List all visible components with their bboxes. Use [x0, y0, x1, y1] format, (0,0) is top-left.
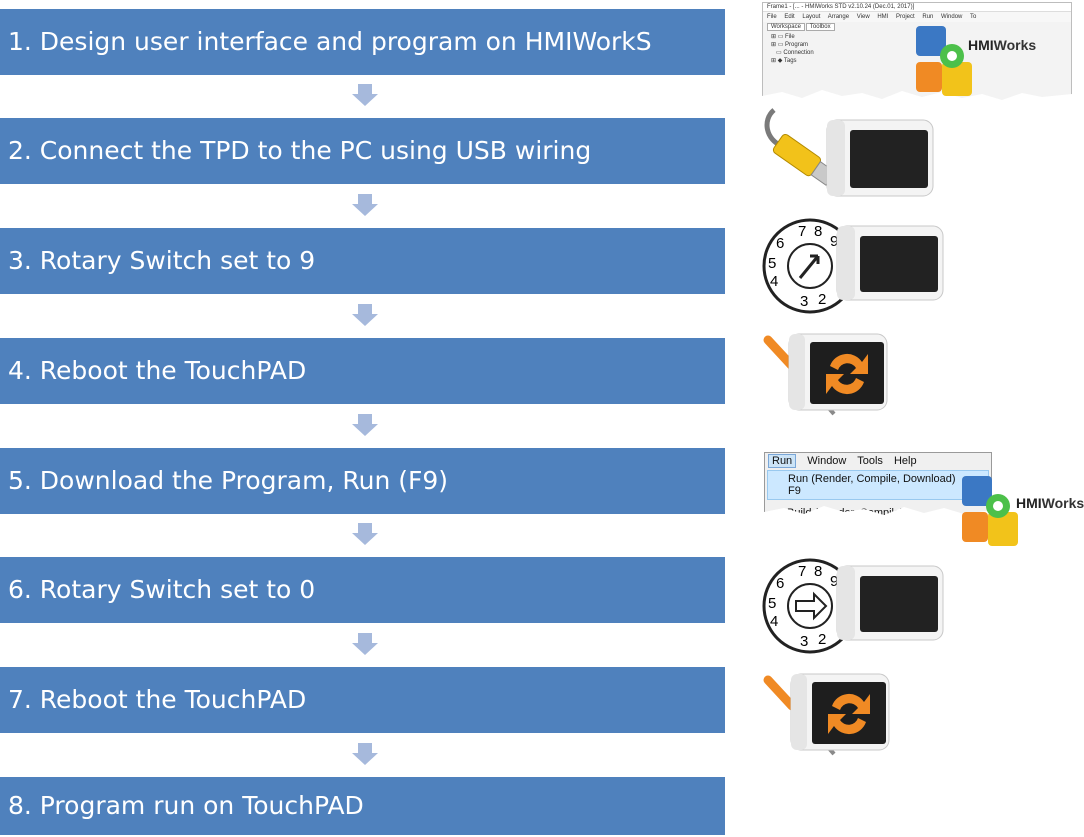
hmiworks-logo-text: HMIWorks — [968, 37, 1037, 53]
step-3-label: 3. Rotary Switch set to 9 — [8, 246, 316, 275]
svg-text:8: 8 — [814, 563, 822, 580]
svg-text:4: 4 — [770, 273, 778, 290]
touchpad-reboot-icon — [790, 673, 890, 751]
touchpad-device-icon — [836, 565, 944, 641]
menu-item: Arrange — [827, 14, 850, 20]
menu-item: Window — [941, 14, 963, 20]
step-7: 7. Reboot the TouchPAD — [0, 667, 725, 733]
svg-text:7: 7 — [798, 223, 806, 240]
step-5: 5. Download the Program, Run (F9) — [0, 448, 725, 514]
hmiworks-logo-icon — [962, 476, 1018, 546]
step-7-label: 7. Reboot the TouchPAD — [8, 685, 307, 714]
step-4: 4. Reboot the TouchPAD — [0, 338, 725, 404]
touchpad-reboot-icon — [788, 333, 888, 411]
menu-item: To — [969, 14, 977, 20]
step-3: 3. Rotary Switch set to 9 — [0, 228, 725, 294]
down-arrow-icon — [352, 304, 378, 326]
svg-text:2: 2 — [818, 631, 826, 648]
hmiworks-logo-text: HMIWorks — [1016, 495, 1084, 511]
touchpad-device-icon — [836, 225, 944, 301]
down-arrow-icon — [352, 743, 378, 765]
svg-text:5: 5 — [768, 255, 776, 272]
menu-item-window: Window — [807, 455, 847, 467]
step-2-label: 2. Connect the TPD to the PC using USB w… — [8, 136, 592, 165]
tree-item: ▭ Connection — [771, 50, 814, 56]
menu-item: Run — [922, 14, 934, 20]
menu-item: Project — [896, 14, 915, 20]
touchpad-device-icon — [826, 119, 934, 197]
menu-item-run: Run — [768, 454, 797, 468]
step-1-label: 1. Design user interface and program on … — [8, 27, 652, 56]
run-menu-screenshot: Run Window Tools Help Run (Render, Compi… — [764, 452, 992, 518]
svg-text:6: 6 — [776, 235, 784, 252]
step-6: 6. Rotary Switch set to 0 — [0, 557, 725, 623]
menu-bar: Run Window Tools Help — [765, 453, 991, 469]
tab-workspace: Workspace — [767, 23, 805, 31]
svg-text:9: 9 — [830, 573, 838, 590]
tree-item: ⊞ ◆ Tags — [771, 58, 797, 64]
step-8-label: 8. Program run on TouchPAD — [8, 791, 364, 820]
svg-text:3: 3 — [800, 633, 808, 650]
tab-toolbox: Toolbox — [805, 23, 835, 31]
menu-item-tools: Tools — [857, 455, 883, 467]
menu-item: Edit — [784, 14, 795, 20]
down-arrow-icon — [352, 414, 378, 436]
window-title: Frame1 - [... - HMIWorks STD v2.10.24 (D… — [763, 3, 1071, 12]
hmiworks-logo-icon — [916, 26, 972, 96]
menu-item: File — [767, 14, 777, 20]
step-8: 8. Program run on TouchPAD — [0, 777, 725, 835]
down-arrow-icon — [352, 523, 378, 545]
workspace-tree: ⊞ ▭ File ⊞ ▭ Program ▭ Connection ⊞ ◆ Ta… — [763, 32, 1071, 66]
menu-item-run-download: Run (Render, Compile, Download) F9 — [767, 470, 989, 500]
torn-edge-icon — [762, 90, 1072, 106]
menu-bar: File Edit Layout Arrange View HMI Projec… — [763, 12, 1071, 22]
svg-text:6: 6 — [776, 575, 784, 592]
menu-item: HMI — [877, 14, 889, 20]
menu-item: Layout — [802, 14, 821, 20]
tree-item: ⊞ ▭ Program — [771, 42, 809, 48]
step-2: 2. Connect the TPD to the PC using USB w… — [0, 118, 725, 184]
step-5-label: 5. Download the Program, Run (F9) — [8, 466, 449, 495]
down-arrow-icon — [352, 194, 378, 216]
step-4-label: 4. Reboot the TouchPAD — [8, 356, 307, 385]
svg-text:2: 2 — [818, 291, 826, 308]
step-1: 1. Design user interface and program on … — [0, 9, 725, 75]
down-arrow-icon — [352, 633, 378, 655]
menu-item-help: Help — [893, 455, 917, 467]
svg-text:3: 3 — [800, 293, 808, 310]
svg-text:8: 8 — [814, 223, 822, 240]
tree-item: ⊞ ▭ File — [771, 34, 795, 40]
svg-text:5: 5 — [768, 595, 776, 612]
torn-edge-icon — [764, 506, 994, 520]
svg-text:7: 7 — [798, 563, 806, 580]
svg-text:4: 4 — [770, 613, 778, 630]
down-arrow-icon — [352, 84, 378, 106]
svg-text:9: 9 — [830, 233, 838, 250]
menu-item: View — [856, 14, 870, 20]
step-6-label: 6. Rotary Switch set to 0 — [8, 575, 316, 604]
